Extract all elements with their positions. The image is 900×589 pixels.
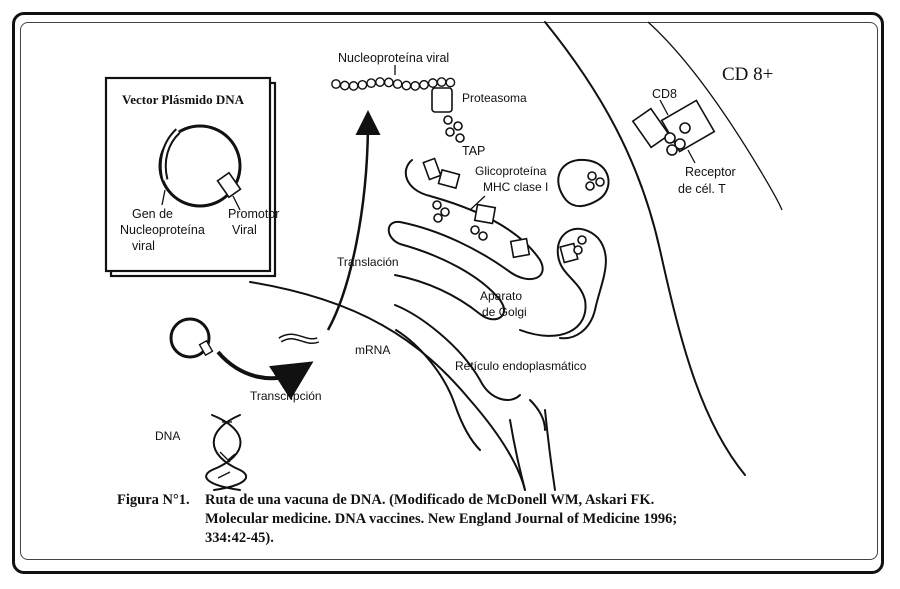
plasmid-vector-box: Vector Plásmido DNA Gen de Nucleoproteín… (104, 76, 279, 278)
cd8-cell-label: CD 8+ (722, 64, 773, 85)
transcription-label: Transcripción (250, 389, 322, 403)
golgi-label-line1: Aparato (480, 289, 522, 303)
nucleoprotein-bead (401, 80, 412, 91)
nucleoprotein-bead (427, 78, 438, 88)
translation-arrow (326, 110, 381, 331)
er-label: Retículo endoplasmático (455, 359, 587, 373)
tcell-receptor-label-line2: de cél. T (678, 182, 726, 196)
nucleoprotein-bead (339, 80, 350, 91)
cd8-cell-membrane (544, 21, 746, 476)
dna-helix (205, 414, 248, 491)
mrna-label: mRNA (355, 343, 390, 357)
endoplasmic-reticulum (387, 159, 556, 491)
translation-label: Translación (337, 255, 399, 269)
transcription-arrow (216, 350, 314, 400)
caption-line3: 334:42-45). (205, 530, 274, 546)
golgi-label-line2: de Golgi (482, 305, 527, 319)
nucleoprotein-bead (410, 81, 421, 91)
proteasome-label: Proteasoma (462, 91, 527, 105)
nucleoprotein-bead (366, 78, 377, 89)
proteasome (431, 87, 453, 113)
gene-label-line1: Gen de (132, 207, 173, 221)
promoter-label-line1: Promotor (228, 207, 279, 221)
viral-nucleoprotein-label: Nucleoproteína viral (338, 51, 449, 65)
nucleoprotein-bead (436, 77, 447, 87)
nucleoprotein-bead (392, 79, 403, 89)
caption-line2: Molecular medicine. DNA vaccines. New En… (205, 511, 678, 527)
inner-frame (20, 22, 878, 560)
mhc-class-i-complexes (422, 157, 531, 259)
caption-label: Figura N°1. (117, 492, 190, 508)
tcell-receptor-label-line1: Receptor (685, 165, 736, 179)
glycoprotein-label-line1: Glicoproteína (475, 164, 547, 178)
gene-label-line3: viral (132, 239, 155, 253)
nucleoprotein-bead (383, 77, 394, 88)
figure-caption: Figura N°1. Ruta de una vacuna de DNA. (… (117, 491, 767, 548)
cd8-label: CD8 (652, 87, 677, 101)
plasmid-small (169, 317, 214, 359)
golgi-apparatus (519, 158, 610, 340)
promoter-label-line2: Viral (232, 223, 257, 237)
tcr-cd8-complex (631, 99, 716, 164)
nucleoprotein-bead (348, 81, 359, 91)
nucleoprotein-bead (375, 77, 385, 87)
host-cell-membrane (249, 281, 526, 491)
nucleoprotein-bead (331, 79, 341, 89)
glycoprotein-label-line2: MHC clase I (483, 180, 548, 194)
promoter-segment (216, 171, 242, 199)
plasmid-box-title: Vector Plásmido DNA (122, 92, 245, 107)
outer-frame (12, 12, 884, 574)
caption-line1: Ruta de una vacuna de DNA. (Modificado d… (205, 492, 655, 508)
gene-label-line2: Nucleoproteína (120, 223, 205, 237)
nucleoprotein-bead (445, 77, 456, 88)
nucleoprotein-bead (419, 79, 429, 90)
nucleoprotein-bead (357, 79, 368, 90)
dna-label: DNA (155, 429, 180, 443)
peptide-fragments (443, 115, 465, 143)
viral-nucleoprotein-chain (331, 77, 456, 91)
tap-label: TAP (462, 144, 485, 158)
cd8-cell-membrane-inner (647, 21, 783, 211)
